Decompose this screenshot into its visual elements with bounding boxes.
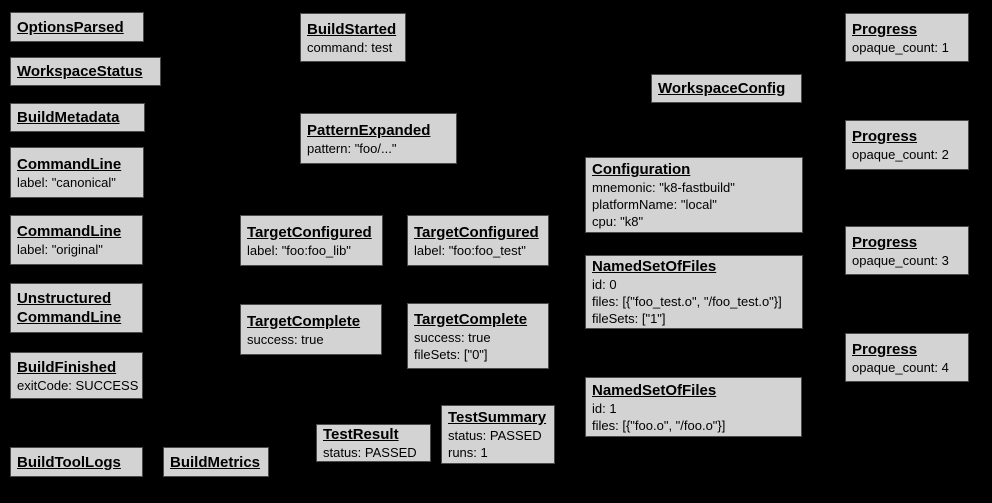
node-attribute: platformName: "local" [592,197,717,212]
node-title: Configuration [592,161,691,178]
node-title: BuildFinished [17,358,117,376]
node-title: TargetComplete [247,312,361,330]
node-title: BuildStarted [307,20,397,38]
node-title: OptionsParsed [17,18,124,36]
node-title: TargetConfigured [414,223,539,241]
node-title: TargetComplete [414,310,528,328]
node-title: CommandLine [17,223,122,240]
node-workspace-config: WorkspaceConfig [651,74,802,103]
node-attribute: cpu: "k8" [592,214,644,229]
node-title: WorkspaceConfig [658,80,786,97]
node-title: CommandLine [17,309,122,326]
node-attribute: opaque_count: 2 [852,147,949,162]
node-title: BuildMetrics [170,453,261,471]
node-attribute: runs: 1 [448,445,488,460]
node-progress-2: Progress opaque_count: 2 [845,120,969,170]
node-title: TestResult [323,426,399,443]
node-attribute: success: true [414,329,491,345]
node-build-tool-logs: BuildToolLogs [10,447,143,477]
node-workspace-status: WorkspaceStatus [10,57,161,86]
node-test-summary: TestSummary status: PASSED runs: 1 [441,405,555,464]
node-test-result: TestResult status: PASSED [316,424,431,462]
node-options-parsed: OptionsParsed [10,12,144,42]
node-configuration: Configuration mnemonic: "k8-fastbuild" pla… [585,157,803,233]
node-title: NamedSetOfFiles [592,258,717,275]
node-attribute: exitCode: SUCCESS [17,377,139,393]
node-attribute: id: 1 [592,400,617,416]
node-title: BuildToolLogs [17,453,121,471]
node-title: Progress [852,128,918,145]
node-attribute: label: "foo:foo_test" [414,242,526,258]
node-attribute: label: "original" [17,242,103,257]
node-title: Progress [852,340,918,358]
node-title: TestSummary [448,409,547,426]
node-attribute: label: "foo:foo_lib" [247,242,351,258]
node-attribute: opaque_count: 4 [852,359,949,375]
node-attribute: status: PASSED [448,428,542,443]
node-attribute: pattern: "foo/..." [307,140,397,156]
node-attribute: command: test [307,39,393,55]
node-attribute: opaque_count: 1 [852,39,949,55]
node-title: NamedSetOfFiles [592,381,717,399]
node-title: WorkspaceStatus [17,63,143,80]
node-attribute: files: [{"foo_test.o", "/foo_test.o"}] [592,294,782,309]
node-title: BuildMetadata [17,109,120,126]
node-command-line-original: CommandLine label: "original" [10,215,143,265]
node-title: TargetConfigured [247,223,372,241]
node-attribute: success: true [247,331,324,347]
node-attribute: opaque_count: 3 [852,252,949,268]
node-attribute: status: PASSED [323,445,417,460]
node-named-set-of-files-0: NamedSetOfFiles id: 0 files: [{"foo_test.o… [585,255,803,329]
node-title: Progress [852,233,918,251]
node-title: Progress [852,20,918,38]
node-build-metadata: BuildMetadata [10,103,145,132]
node-attribute: label: "canonical" [17,174,116,190]
node-attribute: fileSets: ["1"] [592,311,666,326]
node-attribute: fileSets: ["0"] [414,346,488,362]
node-title: Unstructured [17,290,112,307]
node-attribute: files: [{"foo.o", "/foo.o"}] [592,417,726,433]
node-attribute: id: 0 [592,277,617,292]
node-title: CommandLine [17,155,122,173]
node-attribute: mnemonic: "k8-fastbuild" [592,180,735,195]
node-build-metrics: BuildMetrics [163,447,269,477]
node-title: PatternExpanded [307,121,431,139]
